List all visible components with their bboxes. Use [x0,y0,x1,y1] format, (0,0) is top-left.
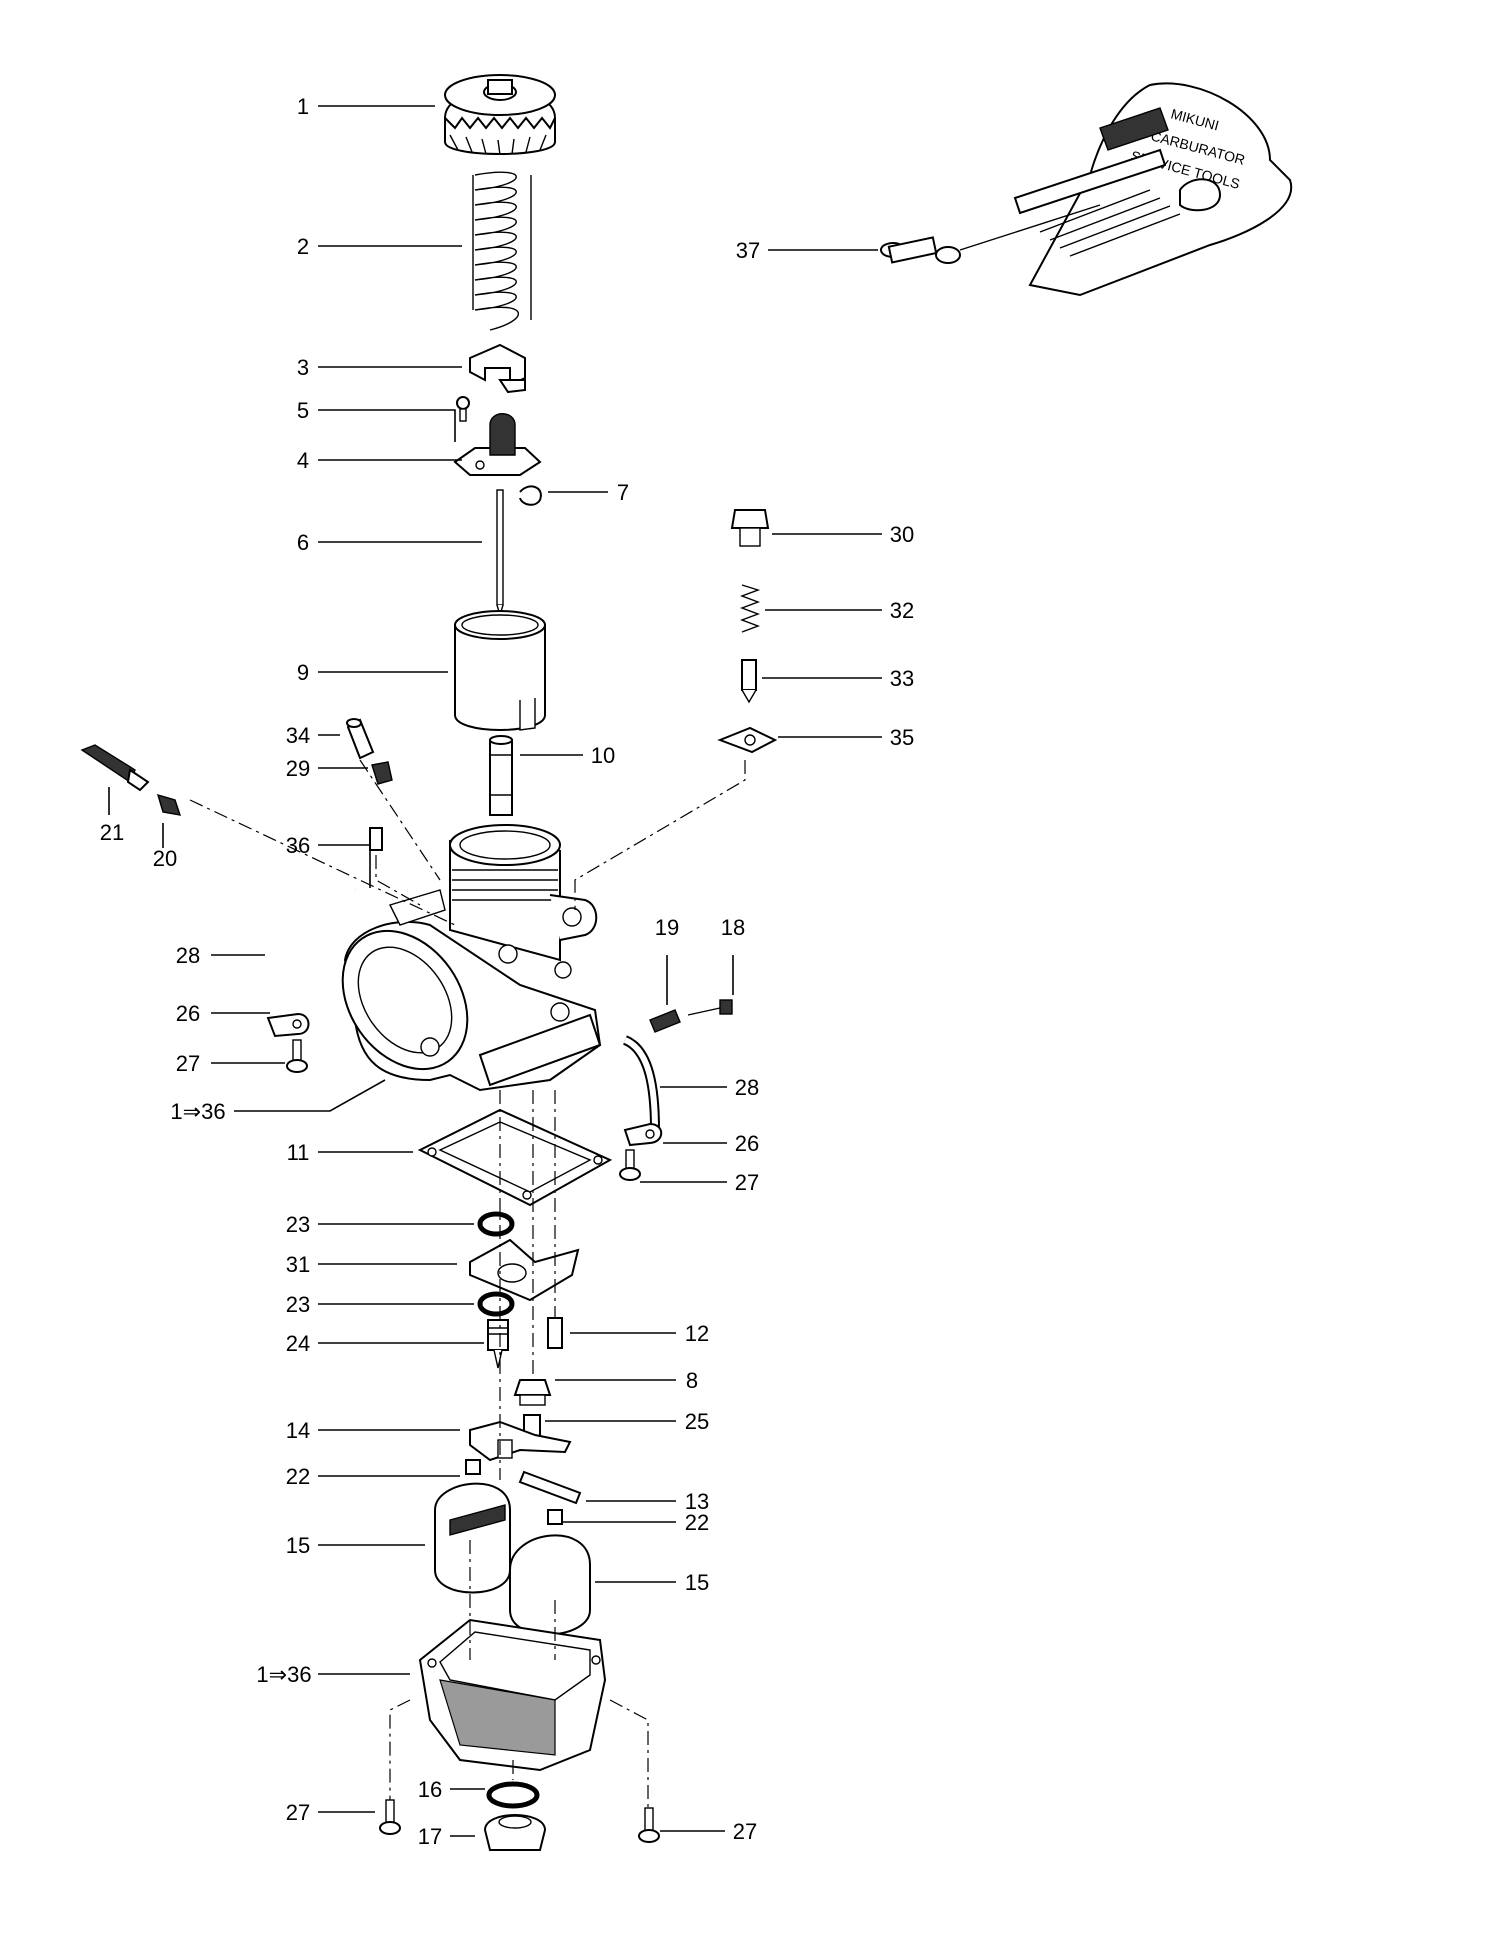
callout-30: 30 [890,522,914,547]
callout-21: 21 [100,820,124,845]
part-nut-8 [513,1379,552,1406]
part-oring-16 [486,1781,540,1809]
callout-27-bowl-right: 27 [733,1819,757,1844]
callout-15-left: 15 [286,1533,310,1558]
callout-28-left: 28 [176,943,200,968]
callout-29: 29 [286,756,310,781]
part-float-arm [469,1420,572,1462]
callout-32: 32 [890,598,914,623]
callout-16: 16 [418,1777,442,1802]
part-oring-23-top [477,1211,515,1237]
part-tool-kit: MIKUNI CARBURATOR SERVICE TOOLS [880,82,1293,297]
part-screw-5 [456,396,470,422]
part-plate [469,343,526,394]
assembly-lines [189,759,746,1808]
part-pin [518,1470,582,1505]
callout-15-right: 15 [685,1570,709,1595]
callout-22-right: 22 [685,1510,709,1535]
part-float-bowl [418,1618,607,1772]
part-bracket [469,1238,580,1302]
callout-27-left: 27 [176,1051,200,1076]
part-spring [472,171,532,331]
callout-5: 5 [297,398,309,423]
callout-34: 34 [286,723,310,748]
part-spring-32 [740,584,761,633]
part-cap-22-right [547,1509,563,1525]
callout-13: 13 [685,1489,709,1514]
callout-assembly-bottom: 1⇒36 [256,1662,311,1687]
part-cap-30 [730,509,770,547]
callout-12: 12 [685,1321,709,1346]
part-screw-left [286,1039,308,1073]
part-carburetor-body [341,824,602,1092]
callout-26-left: 26 [176,1001,200,1026]
callout-37: 37 [736,238,760,263]
callout-8: 8 [686,1368,698,1393]
callout-assembly-top: 1⇒36 [170,1099,225,1124]
callout-35: 35 [890,725,914,750]
part-drain-plug [483,1814,547,1851]
callout-14: 14 [286,1418,310,1443]
part-gasket [417,1108,613,1207]
part-holder [453,413,542,476]
callout-36: 36 [286,833,310,858]
part-hose-right [622,1035,660,1131]
part-needle-jet [489,735,513,816]
callout-28-right: 28 [735,1075,759,1100]
part-screw-right [619,1149,641,1181]
part-spring-19 [649,1009,681,1033]
part-clip [519,485,542,506]
callout-10: 10 [591,743,615,768]
part-bowl-screw-right [638,1807,660,1843]
callout-4: 4 [297,448,309,473]
callout-25: 25 [685,1409,709,1434]
callout-numbers: 1 2 3 5 4 7 6 9 34 29 10 21 20 36 28 26 … [100,94,914,1849]
part-bowl-screw-left [379,1799,401,1835]
callout-17: 17 [418,1824,442,1849]
callout-23-bottom: 23 [286,1292,310,1317]
part-plate-35 [717,726,778,754]
part-jet-36 [369,827,383,851]
callout-22-left: 22 [286,1464,310,1489]
part-hose-clip-right [623,1122,663,1147]
part-float-right [509,1534,591,1636]
part-cap [444,74,556,156]
part-needle [496,489,504,618]
part-pilot-jet [547,1317,563,1349]
part-hose-left [272,879,357,1025]
part-main-jet [487,1319,509,1369]
part-cap-34 [346,718,375,760]
callout-31: 31 [286,1252,310,1277]
callout-19: 19 [655,915,679,940]
callout-26-right: 26 [735,1131,759,1156]
callout-3: 3 [297,355,309,380]
callout-23-top: 23 [286,1212,310,1237]
callout-6: 6 [297,530,309,555]
part-throttle-valve [454,610,546,731]
callout-27-right: 27 [735,1170,759,1195]
part-oring-23-bottom [477,1291,515,1317]
part-air-screw [80,744,150,792]
callout-33: 33 [890,666,914,691]
callout-18: 18 [721,915,745,940]
part-plunger-33 [741,659,757,704]
callout-leaders [108,105,882,1837]
part-spring-20 [156,793,182,816]
part-screw-18 [687,999,733,1016]
part-screw-29 [371,761,393,785]
callout-1: 1 [297,94,309,119]
callout-11: 11 [287,1140,310,1165]
part-float-left [434,1482,511,1594]
part-cap-22-left [465,1459,481,1475]
callout-24: 24 [286,1331,310,1356]
part-hose-clip-left [266,1012,310,1038]
callout-27-bowl-left: 27 [286,1800,310,1825]
callout-9: 9 [297,660,309,685]
callout-7: 7 [617,480,629,505]
callout-2: 2 [297,234,309,259]
callout-20: 20 [153,846,177,871]
